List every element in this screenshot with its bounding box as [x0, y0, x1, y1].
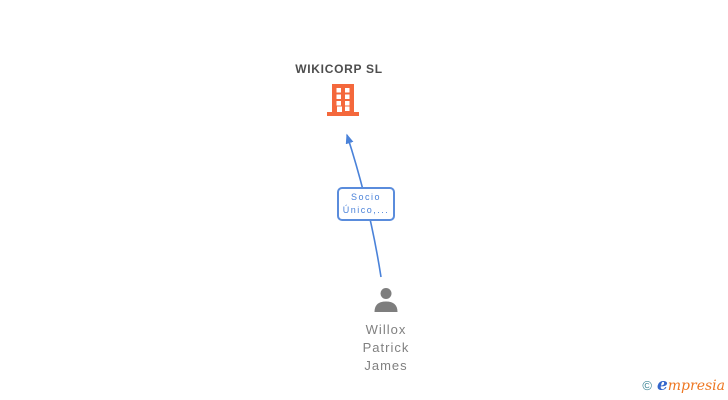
person-name-line2: Patrick: [362, 340, 410, 355]
company-node[interactable]: WIKICORP SL: [239, 62, 439, 116]
relationship-label-line2: Único,...: [342, 205, 390, 215]
brand-initial: e: [656, 375, 668, 395]
building-icon: [326, 84, 359, 116]
person-icon: [373, 288, 399, 312]
person-node[interactable]: Willox Patrick James: [316, 288, 456, 375]
brand-watermark: © e mpresia: [642, 375, 725, 395]
person-name-line3: James: [364, 358, 408, 373]
brand-name: mpresia: [667, 378, 725, 394]
relationship-label[interactable]: Socio Único,...: [337, 187, 395, 221]
copyright-icon: ©: [642, 378, 652, 393]
person-name: Willox Patrick James: [363, 321, 410, 375]
person-name-line1: Willox: [365, 322, 407, 337]
relationship-label-line1: Socio: [350, 192, 381, 202]
company-name: WIKICORP SL: [295, 62, 383, 76]
